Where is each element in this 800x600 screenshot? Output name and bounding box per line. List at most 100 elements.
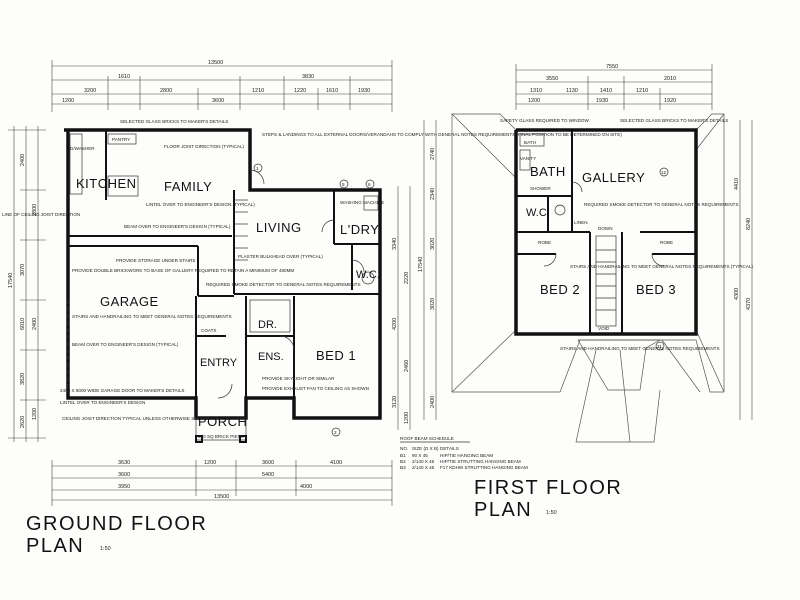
- dim-text: 3020: [430, 238, 436, 250]
- dim-text: 2010: [664, 76, 676, 82]
- dim-text: 4200: [392, 318, 398, 330]
- dim-text: 13500: [214, 494, 229, 500]
- marker-label: 2: [334, 430, 337, 435]
- note-skylight: PROVIDE SKYLIGHT OR SIMILAR: [262, 376, 335, 381]
- dim-text: 1920: [664, 98, 676, 104]
- note-safety: SAFETY GLASS REQUIRED TO WINDOW: [500, 118, 589, 123]
- kitchen-bench: [107, 133, 137, 145]
- label-robe: ROBE: [660, 240, 673, 245]
- door-swing: [321, 219, 335, 233]
- ground-outer-wall: [64, 128, 382, 420]
- note-floor-joist: FLOOR JOIST DIRECTION (TYPICAL): [164, 144, 245, 149]
- note-glass-bricks: SELECTED GLASS BRICKS TO MAKER'S DETAILS: [620, 118, 728, 123]
- room-ensuite: ENS.: [258, 351, 284, 363]
- schedule-header-details: DETAILS: [440, 446, 459, 451]
- marker-label: 6: [368, 182, 371, 187]
- label-pantry: PANTRY: [112, 137, 130, 142]
- dim-text: 1200: [62, 98, 74, 104]
- grid-markers: 1 2 5 6: [253, 163, 375, 437]
- label-down: DOWN: [598, 226, 613, 231]
- dim-text: 1930: [596, 98, 608, 104]
- dim-text: 1210: [636, 88, 648, 94]
- dim-ticks: [515, 64, 713, 110]
- dim-text: 4000: [300, 484, 312, 490]
- note-piers: 350 SQ BRICK PIERS: [198, 434, 244, 439]
- schedule-cell: F17 KDHW STRUTTING HANGING BEAM: [440, 465, 528, 470]
- room-porch: PORCH: [198, 414, 247, 429]
- room-family: FAMILY: [164, 179, 212, 194]
- schedule-cell: B1: [400, 453, 406, 458]
- roof-beam-schedule: ROOF BEAM SCHEDULE NO. SIZE (D X B) DETA…: [400, 436, 528, 470]
- dim-text: 1610: [118, 74, 130, 80]
- label-bath-small: BATH: [524, 140, 536, 145]
- roof-outline: [451, 113, 725, 443]
- stair: [595, 235, 617, 327]
- dim-text: 3200: [84, 88, 96, 94]
- note-plaster: PLASTER BULKHEAD OVER (TYPICAL): [238, 254, 323, 259]
- stair-treads: [596, 249, 616, 311]
- door-swing: [651, 253, 665, 267]
- schedule-cell: 90 X 45: [412, 453, 428, 458]
- dim-text: 8240: [746, 218, 752, 230]
- schedule-cell: B2: [400, 459, 406, 464]
- dim-text: 6010: [20, 318, 26, 330]
- note-storage: PROVIDE STORAGE UNDER STAIRS: [116, 258, 195, 263]
- dim-text: 3340: [392, 238, 398, 250]
- dim-text: 1310: [530, 88, 542, 94]
- dim-text: 3020: [430, 298, 436, 310]
- first-floor-plan: 7550 3550 2010 1310 1130 1410 1210 1200 …: [400, 64, 753, 521]
- door-swing: [249, 169, 265, 185]
- dim-text: 7550: [606, 64, 618, 70]
- dim-text: 3600: [118, 472, 130, 478]
- schedule-cell: HIP/TIE HANGING BEAM: [440, 453, 493, 458]
- note-ceiling-left: LINE OF CEILING JOIST DIRECTION: [2, 212, 80, 217]
- toilet: [361, 271, 375, 285]
- dim-text: 1220: [294, 88, 306, 94]
- schedule-header-size: SIZE (D X B): [412, 446, 439, 451]
- first-floor-scale: 1:50: [546, 510, 557, 516]
- dim-text: 2460: [404, 360, 410, 372]
- ensuite-shower: [249, 299, 291, 333]
- door-swing: [351, 259, 365, 273]
- note-washing: WASHING MACHINE: [340, 200, 384, 205]
- dim-ticks: [8, 129, 46, 439]
- grid-markers: 12 11: [655, 167, 669, 351]
- dim-text: 3950: [118, 484, 130, 490]
- room-bath: BATH: [530, 164, 566, 179]
- dim-text: 1130: [566, 88, 578, 94]
- dim-text: 3600: [262, 460, 274, 466]
- door-swing: [571, 181, 583, 193]
- dim-text: 3820: [20, 373, 26, 385]
- label-shower: SHOWER: [530, 186, 551, 191]
- ground-floor-plan: 13500 3830 1610 3200 2800 1210 1220 1610…: [2, 60, 622, 557]
- label-linen: LINEN: [574, 220, 588, 225]
- room-bed3: BED 3: [636, 282, 676, 297]
- dim-text: 3550: [546, 76, 558, 82]
- note-smoke: REQUIRED SMOKE DETECTOR TO GENERAL NOTES…: [206, 282, 361, 287]
- dim-text: 2800: [32, 204, 38, 216]
- brick-pier: [239, 435, 247, 443]
- marker-label: 11: [657, 344, 662, 349]
- room-garage: GARAGE: [100, 294, 159, 309]
- dim-text: 1200: [528, 98, 540, 104]
- note-garage-door: 2400 X 5000 WIDE GARAGE DOOR TO MAKER'S …: [60, 388, 184, 393]
- dim-text: 2400: [20, 154, 26, 166]
- ground-floor-scale: 1:50: [100, 546, 111, 552]
- dim-text: 1930: [358, 88, 370, 94]
- door-swing: [217, 383, 233, 399]
- room-gallery: GALLERY: [582, 170, 645, 185]
- door-swing: [279, 335, 295, 351]
- vanity: [519, 149, 531, 171]
- dim-text: 2340: [430, 188, 436, 200]
- label-robe: ROBE: [538, 240, 551, 245]
- dim-ticks: [51, 60, 393, 112]
- first-floor-title: FIRST FLOOR: [474, 477, 622, 499]
- label-coats: COATS: [201, 328, 216, 333]
- room-bed1: BED 1: [316, 348, 356, 363]
- dim-text: 2400: [32, 318, 38, 330]
- note-stairs: STAIRS AND HANDRAILING TO MEET GENERAL N…: [570, 264, 753, 269]
- first-outer-wall: [514, 128, 698, 336]
- brick-pier: [195, 435, 203, 443]
- ground-floor-title-plan: PLAN: [26, 535, 84, 557]
